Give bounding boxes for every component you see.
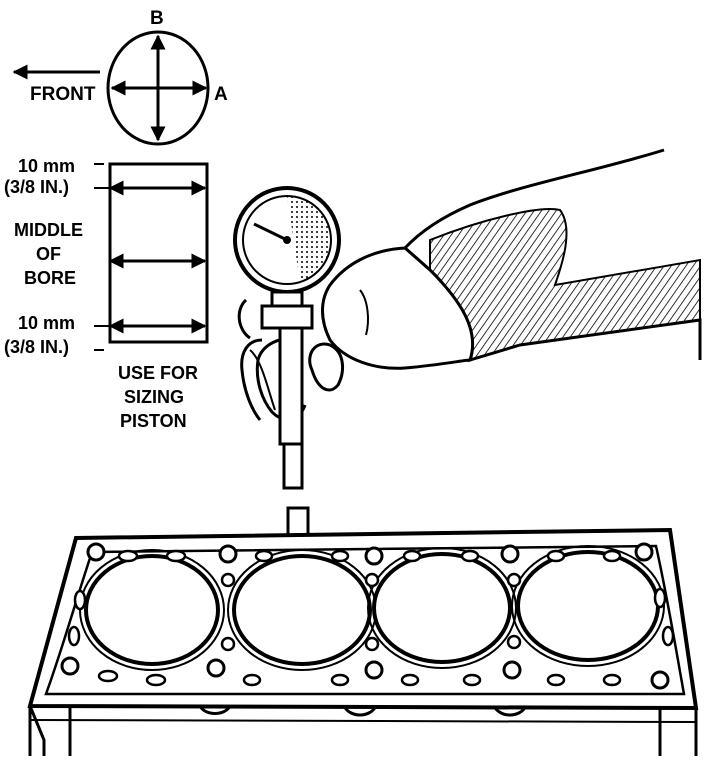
- cylinder-block-icon: [27, 527, 699, 756]
- cylinder-bore-4: [516, 550, 660, 662]
- axis-b-label: B: [150, 8, 164, 29]
- middle-label-line3: BORE: [24, 268, 76, 288]
- cylinder-bore-3: [372, 552, 512, 664]
- cylinder-bore-2: [232, 554, 372, 666]
- note-line2: SIZING: [124, 387, 184, 407]
- bore-side-rectangle: [108, 162, 209, 344]
- front-label: FRONT: [30, 84, 96, 105]
- note-line1: USE FOR: [118, 363, 198, 383]
- bottom-offset-mm-label: 10 mm: [18, 313, 75, 333]
- top-offset-mm-label: 10 mm: [18, 156, 75, 176]
- orientation-diagram: FRONT B A: [12, 8, 228, 146]
- top-offset-in-label: (3/8 IN.): [4, 177, 69, 197]
- gauge-needle: [253, 222, 288, 242]
- bore-top-view-ellipse: [106, 30, 210, 146]
- middle-label-line2: OF: [36, 244, 61, 264]
- dial-bore-gauge-icon: [233, 186, 341, 490]
- bottom-offset-in-label: (3/8 IN.): [4, 337, 69, 357]
- note-line3: PISTON: [120, 411, 187, 431]
- axis-a-label: A: [214, 84, 228, 105]
- bore-side-view: 10 mm (3/8 IN.) MIDDLE OF BORE 10 mm (3/…: [4, 156, 209, 431]
- cylinder-bore-1: [84, 554, 220, 666]
- middle-label-line1: MIDDLE: [14, 220, 83, 240]
